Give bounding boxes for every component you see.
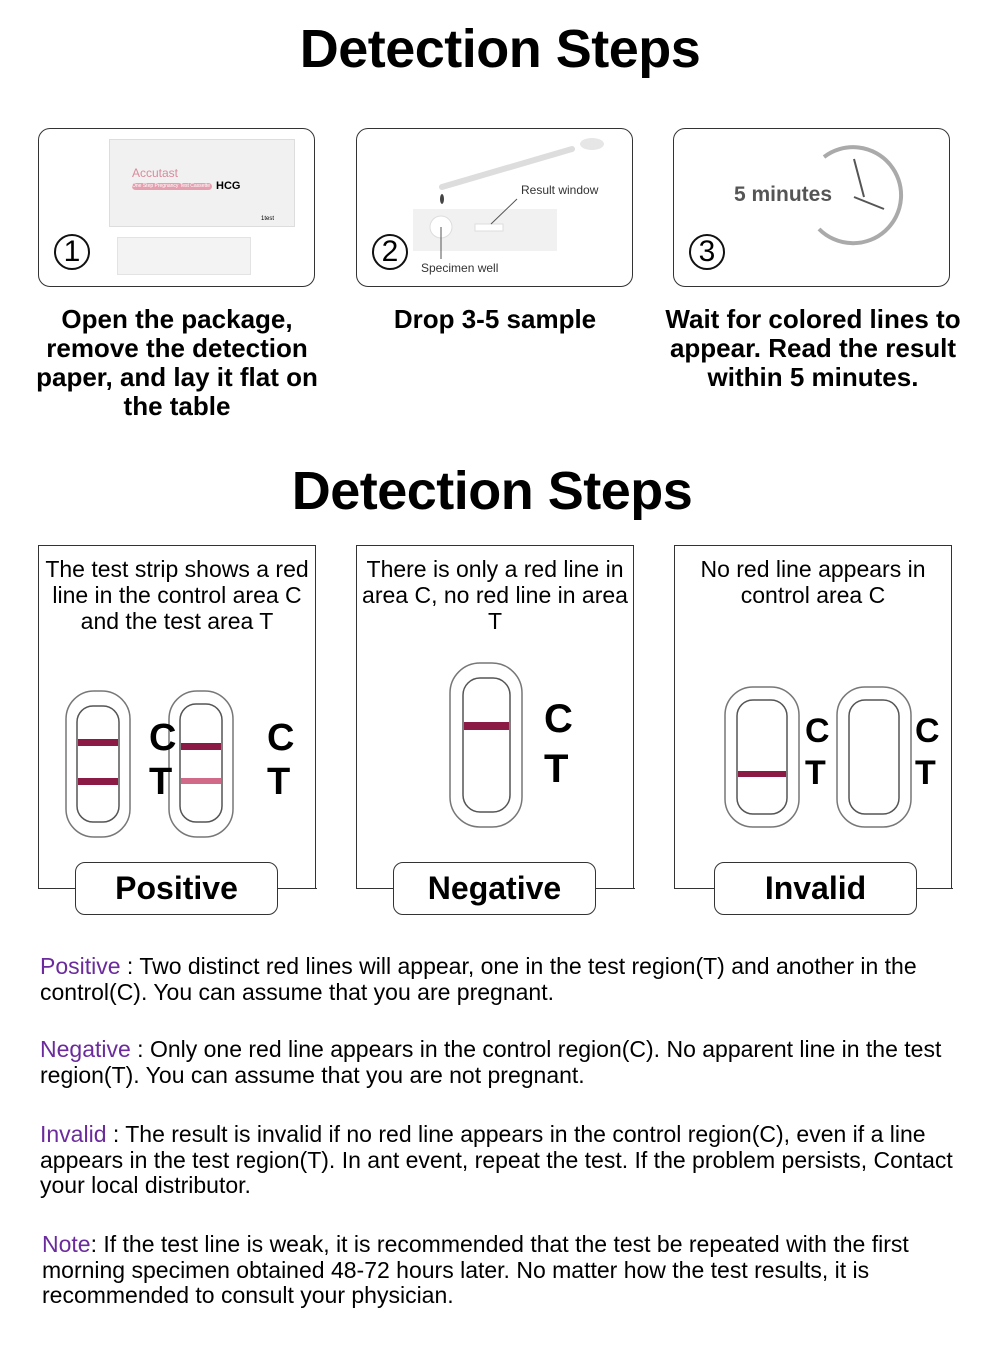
section-title: Detection Steps: [291, 461, 693, 521]
step-number-1: 1: [54, 234, 90, 270]
invalid-label: Invalid: [714, 862, 917, 915]
c-label: C: [915, 712, 940, 750]
positive-strips: [65, 690, 234, 838]
result-panel-positive: The test strip shows a red line in the c…: [37, 545, 317, 889]
step-number-3: 3: [689, 234, 725, 270]
cassette-image: [117, 237, 251, 275]
note-sep: :: [130, 1036, 150, 1062]
c-label: C: [805, 712, 830, 750]
negative-strip: [449, 662, 523, 828]
package-pill: One Step Pregnancy Test Cassette: [132, 183, 212, 190]
note-positive: Positive : Two distinct red lines will a…: [40, 953, 970, 1005]
step-2-caption: Drop 3-5 sample: [393, 304, 597, 334]
package-count: 1test: [261, 216, 275, 222]
note-sep: :: [106, 1121, 126, 1147]
step-1-caption: Open the package, remove the detection p…: [36, 304, 318, 421]
c-label: C: [267, 717, 295, 759]
note-key: Invalid: [40, 1121, 107, 1147]
t-label: T: [915, 754, 936, 792]
result-description: There is only a red line in area C, no r…: [362, 556, 628, 634]
note-text: Only one red line appears in the control…: [40, 1036, 942, 1088]
step-3-image: 5 minutes 3: [673, 128, 950, 287]
result-panel-negative: There is only a red line in area C, no r…: [355, 545, 635, 889]
note-key: Positive: [40, 953, 121, 979]
clock-icon: [817, 145, 904, 246]
package-name: HCG: [216, 180, 241, 192]
t-label: T: [544, 747, 569, 791]
note-general: Note: If the test line is weak, it is re…: [42, 1231, 962, 1309]
c-label: C: [544, 697, 573, 741]
result-description: The test strip shows a red line in the c…: [45, 556, 309, 634]
note-key: Note: [42, 1231, 91, 1257]
note-sep: :: [90, 1231, 104, 1257]
package-brand: Accutast: [132, 166, 179, 180]
step-number-2: 2: [372, 234, 408, 270]
note-negative: Negative : Only one red line appears in …: [40, 1036, 970, 1088]
invalid-strips: [724, 686, 912, 828]
negative-label: Negative: [393, 862, 596, 915]
step-1-image: Accutast One Step Pregnancy Test Cassett…: [38, 128, 315, 287]
result-description: No red line appears in control area C: [700, 556, 926, 608]
note-sep: :: [120, 953, 140, 979]
dropper-illustration: [413, 138, 604, 259]
t-label: T: [149, 761, 173, 803]
page-title: Detection Steps: [299, 19, 701, 79]
note-text: The result is invalid if no red line app…: [40, 1121, 953, 1198]
c-label: C: [149, 717, 177, 759]
t-label: T: [805, 754, 826, 792]
note-invalid: Invalid : The result is invalid if no re…: [40, 1121, 970, 1199]
step-3-caption: Wait for colored lines to appear. Read t…: [665, 304, 961, 392]
note-key: Negative: [40, 1036, 131, 1062]
timer-label: 5 minutes: [734, 183, 833, 206]
note-text: If the test line is weak, it is recommen…: [42, 1231, 909, 1308]
step-2-image: Result window Specimen well 2: [356, 128, 633, 287]
positive-label: Positive: [75, 862, 278, 915]
note-text: Two distinct red lines will appear, one …: [40, 953, 917, 1005]
specimen-well-label: Specimen well: [421, 261, 499, 275]
package-image: Accutast One Step Pregnancy Test Cassett…: [109, 139, 295, 227]
t-label: T: [267, 761, 291, 803]
result-window-label: Result window: [521, 183, 599, 197]
